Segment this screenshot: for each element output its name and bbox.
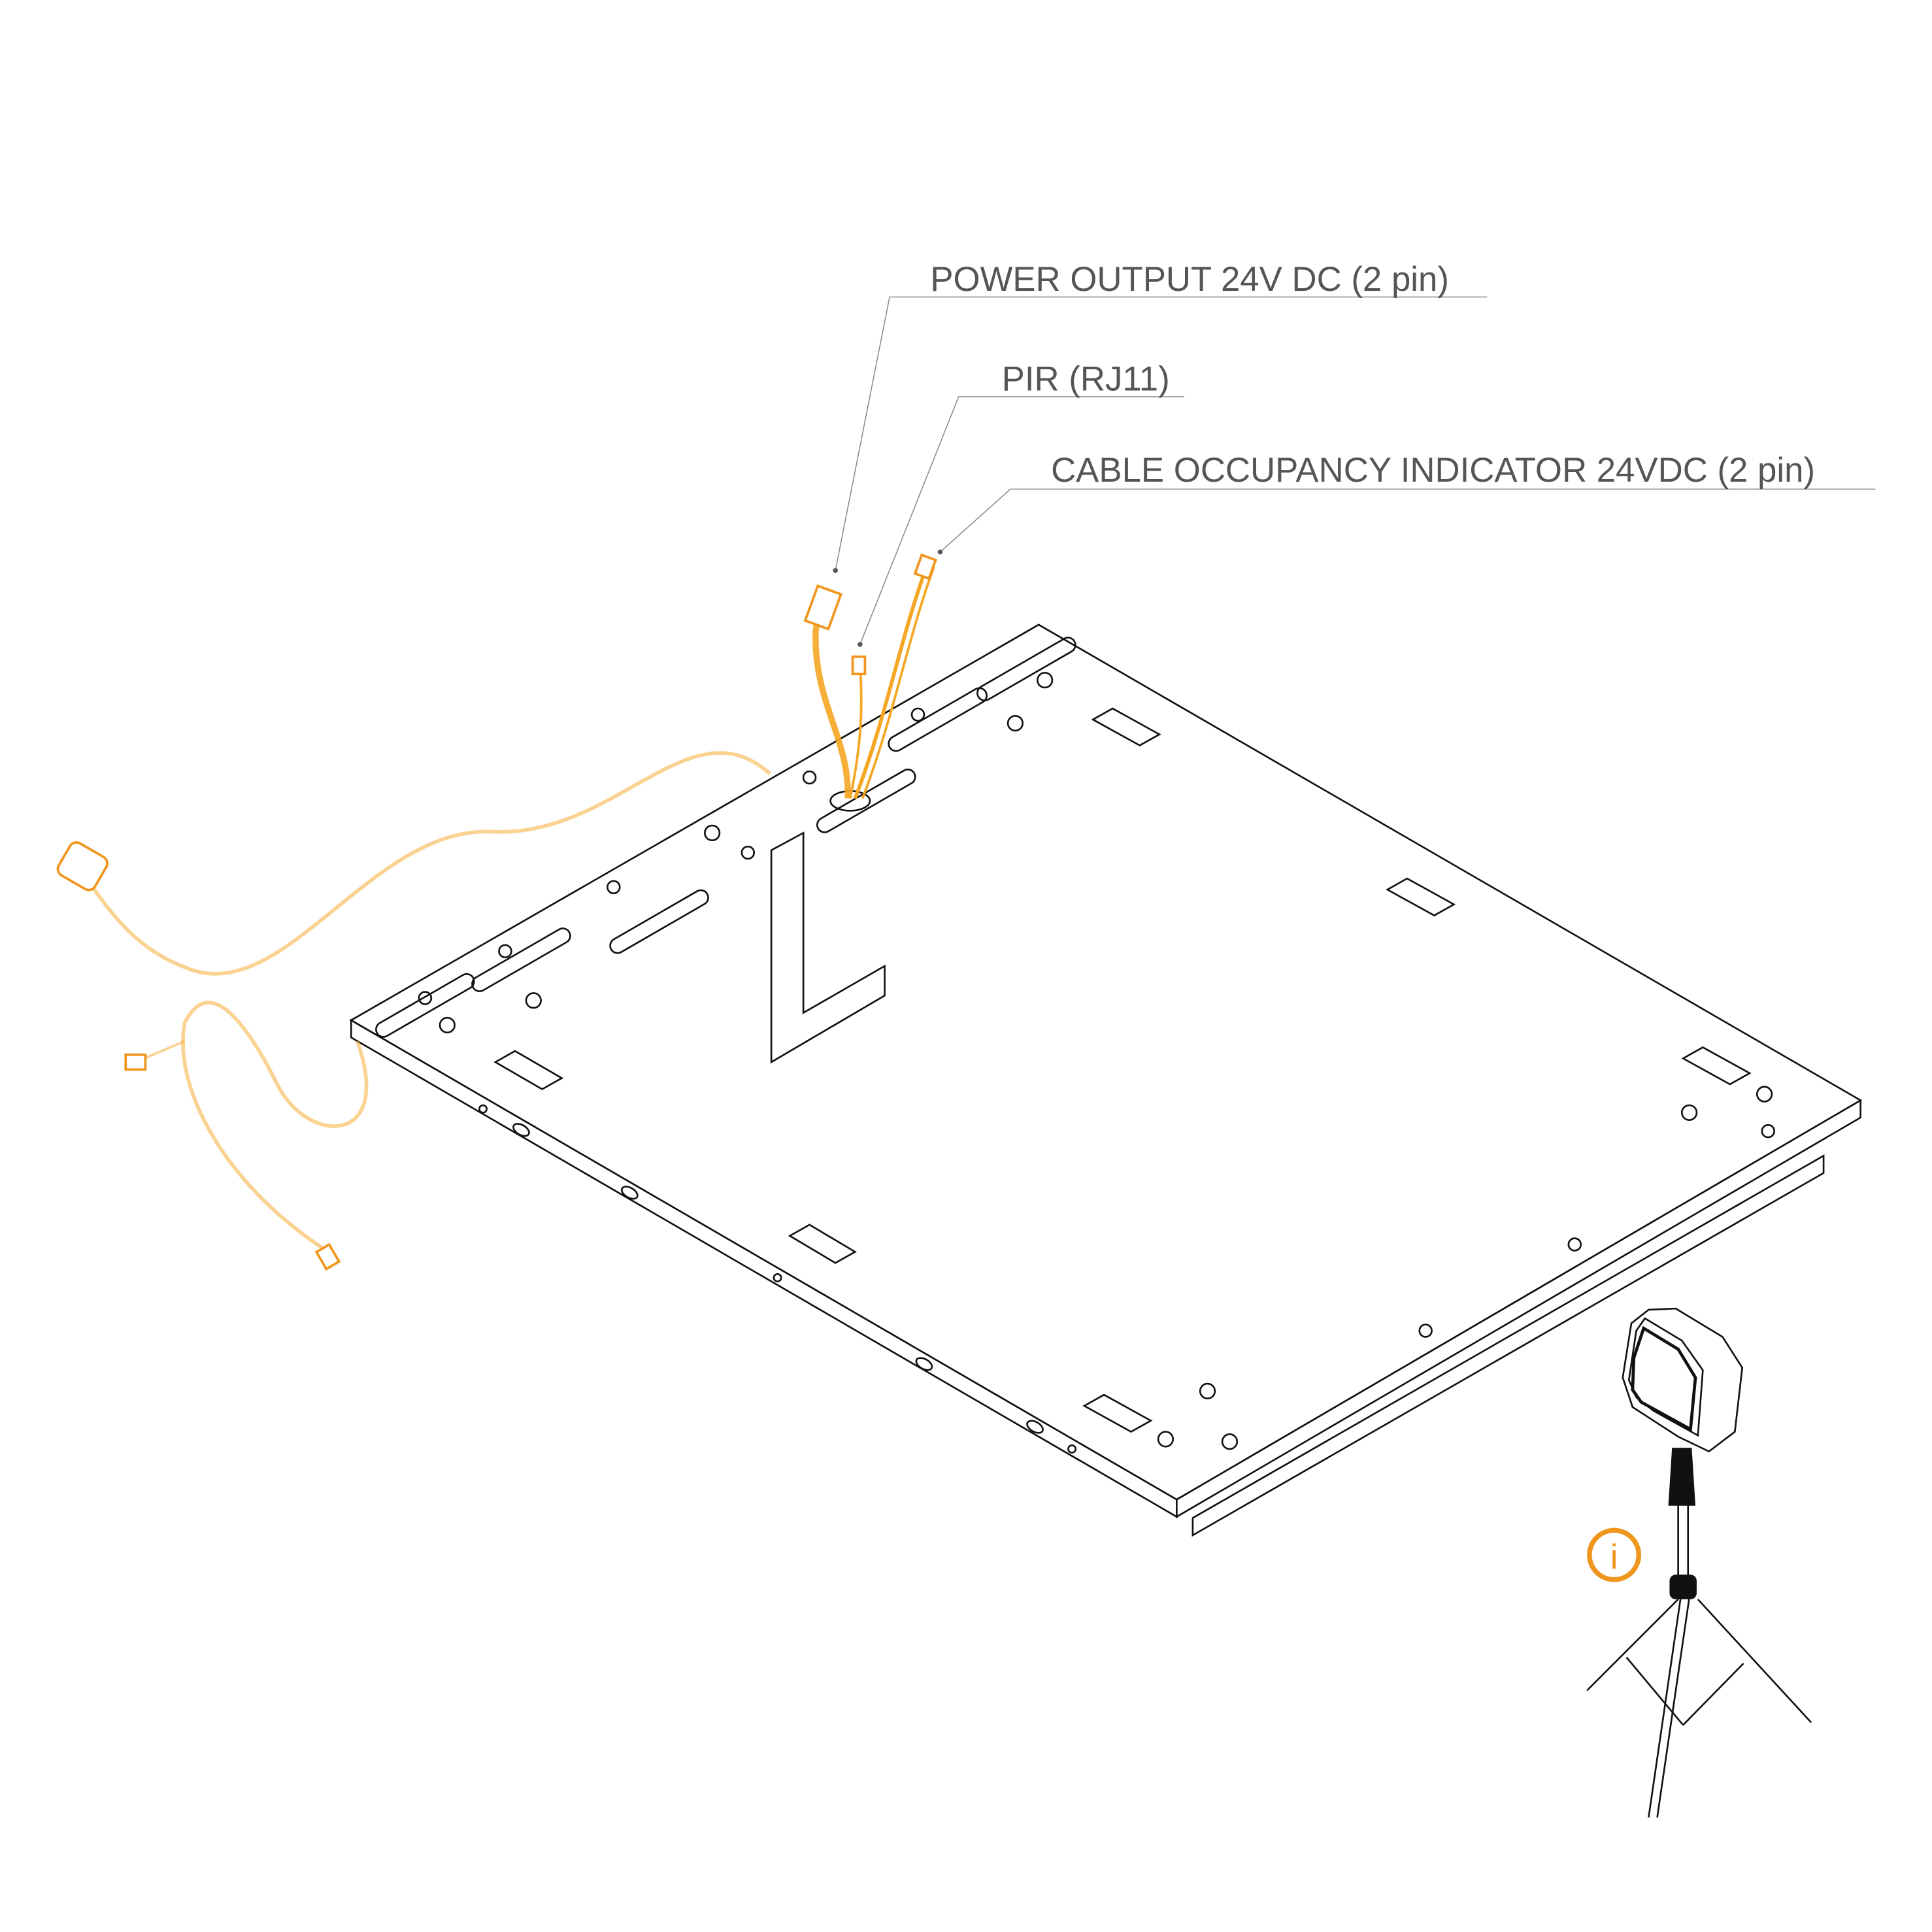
- callout-pir: PIR (RJ11): [858, 360, 1184, 647]
- callout-pir-label: PIR (RJ11): [1002, 360, 1170, 399]
- info-icon-glyph: i: [1610, 1538, 1618, 1576]
- tripod-sensor: [1586, 1307, 1812, 1818]
- info-icon[interactable]: i: [1587, 1527, 1642, 1582]
- power-output-connector: [803, 584, 843, 631]
- occupancy-connector: [913, 553, 937, 580]
- callout-cable-occupancy: CABLE OCCUPANCY INDICATOR 24VDC (2 pin): [937, 451, 1876, 555]
- rj-connector-b: [314, 1242, 341, 1271]
- connectors: [56, 553, 937, 1271]
- l-marker: [770, 831, 886, 1064]
- callout-power-output-label: POWER OUTPUT 24V DC (2 pin): [930, 260, 1449, 299]
- callout-cable-occupancy-label: CABLE OCCUPANCY INDICATOR 24VDC (2 pin): [1051, 451, 1815, 490]
- cables: [91, 566, 935, 1252]
- callout-power-output: POWER OUTPUT 24V DC (2 pin): [833, 260, 1488, 573]
- base-plate: [349, 624, 1863, 1537]
- mains-plug: [56, 841, 108, 891]
- pir-connector: [851, 655, 867, 676]
- rj-connector-a: [124, 1053, 147, 1071]
